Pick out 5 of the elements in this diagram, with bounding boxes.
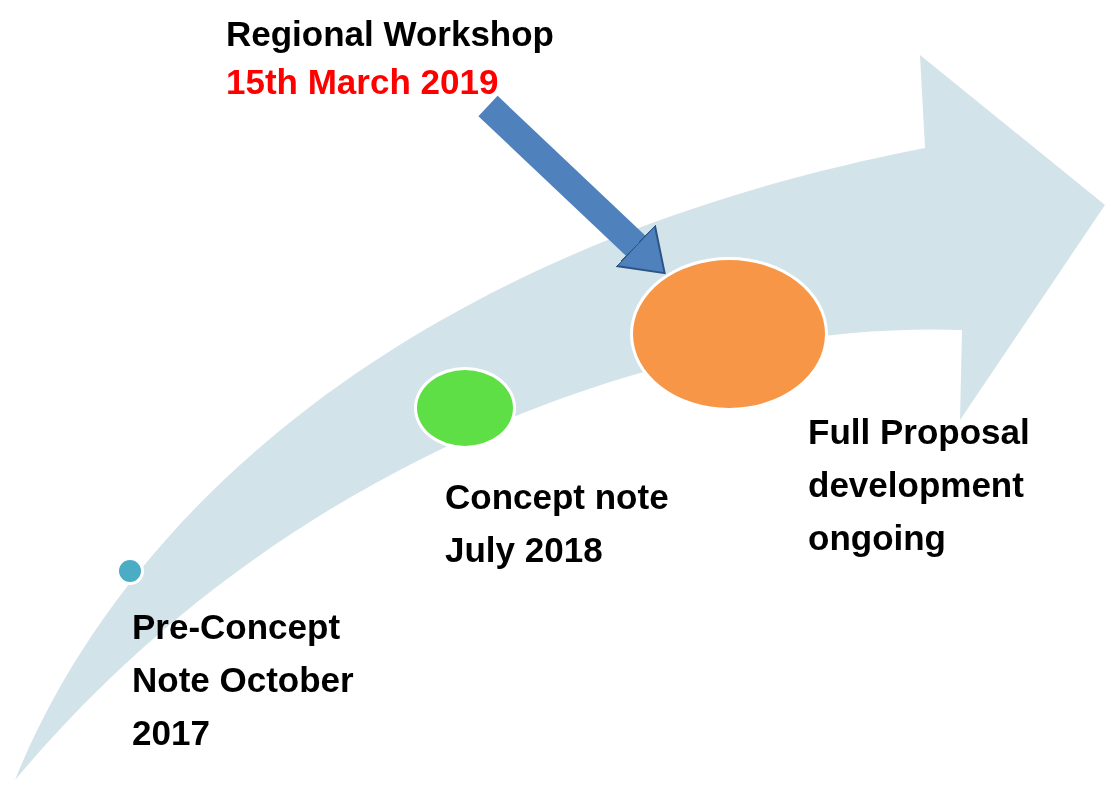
milestone-label: Full Proposal development ongoing [808,411,1031,559]
milestone-label: Concept note July 2018 [445,476,670,571]
event-title: Regional Workshop [226,13,555,55]
event-date: 15th March 2019 [226,61,500,103]
milestone-label: Pre-Concept Note October 2017 [132,606,355,754]
